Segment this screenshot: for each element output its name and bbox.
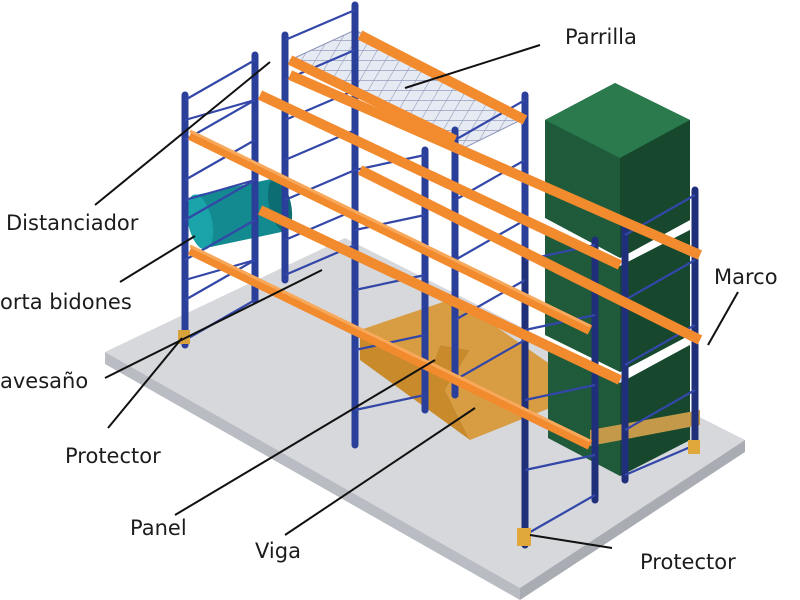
leader-panel	[174, 359, 436, 516]
leader-protector-left	[107, 337, 183, 429]
leader-porta-bidones	[119, 235, 196, 283]
leader-distanciador	[94, 61, 271, 206]
label-parrilla: Parrilla	[565, 25, 637, 49]
label-protector-left: Protector	[65, 444, 161, 468]
callout-labels: Parrilla Distanciador orta bidones avesa…	[0, 25, 778, 574]
leader-marco	[707, 291, 739, 346]
frame-bracing	[184, 8, 696, 536]
leader-protector-right	[529, 534, 613, 549]
label-travesano: avesaño	[0, 369, 88, 393]
leader-lines	[94, 44, 739, 549]
label-protector-right: Protector	[640, 550, 736, 574]
leader-travesano	[104, 269, 323, 379]
pallet-boxes	[545, 83, 700, 476]
label-panel: Panel	[130, 516, 187, 540]
label-viga: Viga	[255, 539, 301, 563]
label-porta-bidones: orta bidones	[0, 290, 132, 314]
label-marco: Marco	[714, 265, 778, 289]
rack-beams	[187, 30, 703, 450]
label-distanciador: Distanciador	[6, 211, 139, 235]
leader-viga	[284, 407, 476, 536]
leader-parrilla	[404, 44, 541, 89]
